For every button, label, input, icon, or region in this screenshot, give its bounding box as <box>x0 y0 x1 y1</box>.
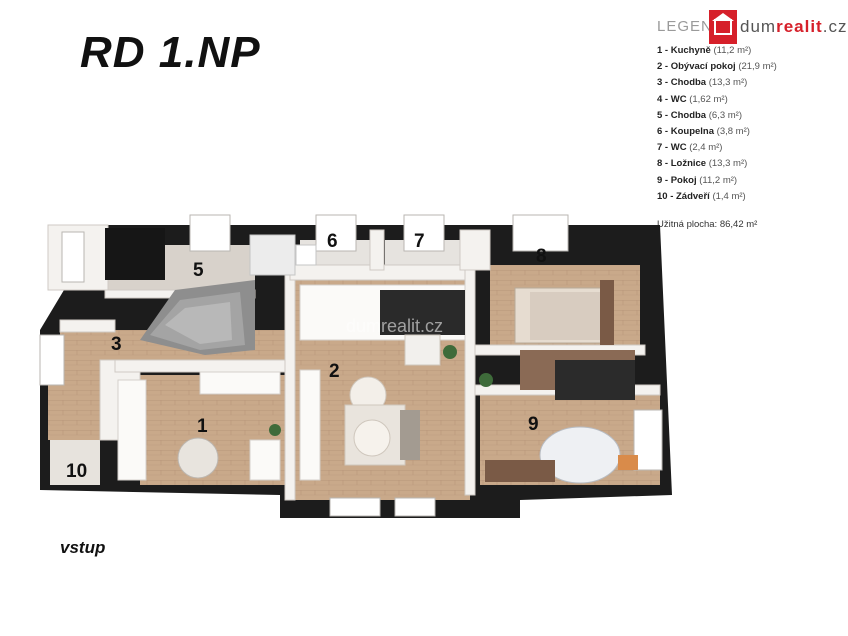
room-label-1: 1 <box>197 416 208 437</box>
room-label-2: 2 <box>329 361 340 382</box>
room-list: 1 - Kuchyně (11,2 m²) 2 - Obývací pokoj … <box>657 43 842 205</box>
bathroom-fixtures <box>249 234 317 276</box>
brand-logo[interactable]: dumrealit.cz <box>709 10 848 44</box>
room-label-9: 9 <box>528 414 539 435</box>
room-9-furniture <box>485 426 638 484</box>
usable-area-total: Užitná plocha: 86,42 m² <box>657 219 758 231</box>
staircase <box>140 280 255 355</box>
windows <box>39 214 663 517</box>
bedroom-furniture <box>514 280 635 400</box>
room-list-item: 3 - Chodba (13,3 m²) <box>657 77 748 89</box>
room-10-floor <box>50 440 100 485</box>
room-list-item: 6 - Koupelna (3,8 m²) <box>657 126 750 138</box>
legend-title: LEGENDA MÍSTNOSTÍ dumrealit.cz <box>657 10 848 44</box>
room-label-7: 7 <box>414 231 425 252</box>
room-label-6: 6 <box>327 231 338 252</box>
room-list-item: 7 - WC (2,4 m²) <box>657 142 723 154</box>
room-list-item: 4 - WC (1,62 m²) <box>657 93 728 105</box>
room-list-item: 5 - Chodba (6,3 m²) <box>657 109 742 121</box>
room-list-item: 10 - Zádveří (1,4 m²) <box>657 190 746 202</box>
plants <box>269 345 493 436</box>
room-list-item: 8 - Ložnice (13,3 m²) <box>657 158 748 170</box>
room-labels: 1 2 3 5 6 7 8 9 10 <box>66 231 547 482</box>
wardrobe <box>105 228 165 280</box>
room-list-item: 9 - Pokoj (11,2 m²) <box>657 174 738 186</box>
kitchen-furniture <box>117 371 281 481</box>
brand-logo-text: dumrealit.cz <box>740 17 848 36</box>
entrance-label: vstup <box>60 538 106 557</box>
room-label-8: 8 <box>536 246 547 267</box>
room-label-3: 3 <box>111 334 122 355</box>
room-label-10: 10 <box>66 461 87 482</box>
room-list-item: 2 - Obývací pokoj (21,9 m²) <box>657 61 777 73</box>
living-room-furniture <box>299 284 466 481</box>
room-legend: LEGENDA MÍSTNOSTÍ dumrealit.cz 1 - Kuchy… <box>657 10 848 231</box>
room-label-5: 5 <box>193 260 204 281</box>
plan-title: RD 1.NP <box>80 28 261 77</box>
house-logo-icon <box>709 10 737 44</box>
room-list-item: 1 - Kuchyně (11,2 m²) <box>657 45 752 56</box>
watermark: dumrealit.cz <box>346 316 443 336</box>
room-1-floor <box>140 375 285 485</box>
